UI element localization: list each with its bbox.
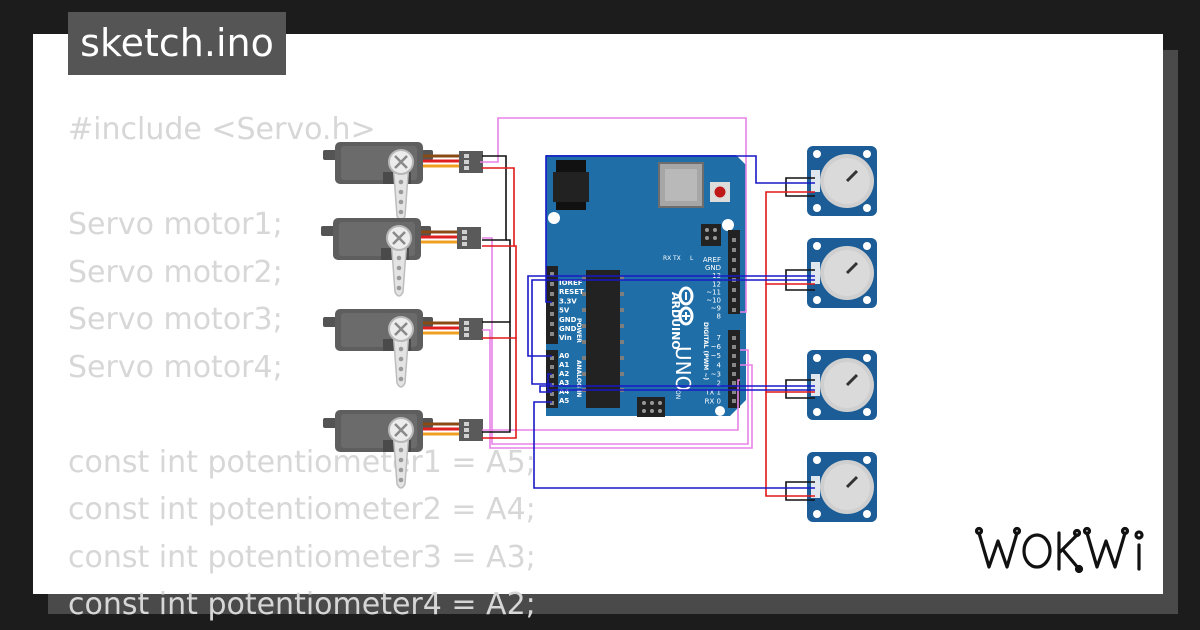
analog-pin-label: A3 xyxy=(559,379,569,387)
digital-section-label: DIGITAL (PWM ~) xyxy=(702,322,709,380)
file-tab[interactable]: sketch.ino xyxy=(68,12,286,75)
digital-pin-label: RX 0 xyxy=(705,398,721,406)
analog-pin-label: A5 xyxy=(559,397,569,405)
code-line: const int potentiometer4 = A2; xyxy=(68,587,536,622)
analog-pin-label: A1 xyxy=(559,361,569,369)
power-pin-label: Vin xyxy=(559,334,572,342)
board-brand-label: ARDUINO xyxy=(669,292,682,350)
servo-motor-1[interactable] xyxy=(321,140,485,222)
power-pin-label: GND xyxy=(559,325,577,333)
potentiometer-2[interactable] xyxy=(805,236,879,310)
arduino-uno-board[interactable]: ARDUINO UNO POWER ANALOG IN DIGITAL (PWM… xyxy=(546,155,746,417)
power-section-label: POWER xyxy=(575,318,582,343)
analog-pin-label: A4 xyxy=(559,388,569,396)
digital-pin-label: ~9 xyxy=(711,305,721,313)
analog-section-label: ANALOG IN xyxy=(575,360,582,397)
servo-motor-2[interactable] xyxy=(319,216,483,298)
analog-pin-label: A0 xyxy=(559,352,569,360)
digital-pin-label: 2 xyxy=(717,380,721,388)
power-pin-label: RESET xyxy=(559,288,584,296)
code-line: #include <Servo.h> xyxy=(68,112,376,147)
servo-motor-3[interactable] xyxy=(321,307,485,389)
wires xyxy=(480,117,815,501)
potentiometer-4[interactable] xyxy=(805,450,879,524)
code-line: const int potentiometer3 = A3; xyxy=(68,539,536,575)
wokwi-logo xyxy=(974,526,1144,574)
digital-pin-label: ~3 xyxy=(711,370,721,378)
digital-pin-label: 12 xyxy=(712,280,721,288)
code-line: Servo motor3; xyxy=(68,302,283,337)
digital-pin-label: TX 1 xyxy=(704,389,721,397)
digital-pin-label: 7 xyxy=(717,334,721,342)
code-line: Servo motor2; xyxy=(68,254,283,290)
tx-led-label: TX xyxy=(672,255,681,262)
board-model-label: UNO xyxy=(671,346,695,391)
digital-pin-label: ~10 xyxy=(706,297,721,305)
power-pin-label: IOREF xyxy=(559,279,583,287)
digital-pin-label: 4 xyxy=(717,361,722,369)
digital-pin-label: ~6 xyxy=(711,343,722,351)
digital-pin-label: ~5 xyxy=(711,352,721,360)
digital-pin-label: AREF xyxy=(703,256,721,264)
analog-pin-label: A2 xyxy=(559,370,569,378)
rx-led-label: RX xyxy=(663,255,671,262)
code-line: const int potentiometer2 = A4; xyxy=(68,492,536,527)
l-led-label: L xyxy=(690,255,694,262)
code-line: Servo motor4; xyxy=(68,349,283,385)
potentiometer-3[interactable] xyxy=(805,348,879,422)
power-pin-label: 3.3V xyxy=(559,297,577,305)
code-line: Servo motor1; xyxy=(68,207,283,242)
digital-pin-label: ~11 xyxy=(706,288,721,296)
power-pin-label: 5V xyxy=(559,307,570,315)
digital-pin-label: GND xyxy=(705,264,721,272)
power-pin-label: GND xyxy=(559,316,577,324)
on-led-label: ON xyxy=(674,390,681,399)
potentiometer-1[interactable] xyxy=(805,144,879,218)
servo-motor-4[interactable] xyxy=(321,408,485,490)
digital-pin-label: 8 xyxy=(717,313,721,321)
